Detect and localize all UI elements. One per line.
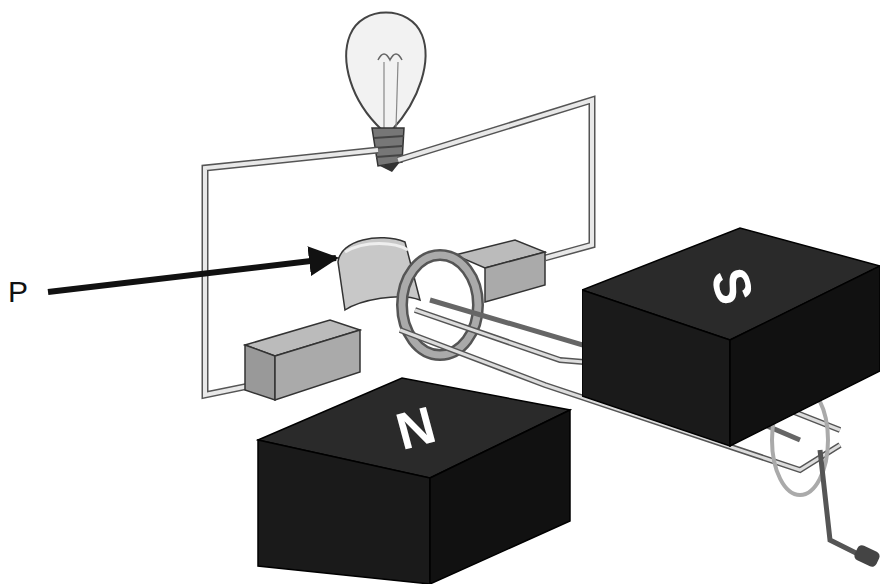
magnet-face	[258, 440, 430, 584]
magnet-block: N	[256, 376, 572, 584]
leader-arrow	[48, 258, 336, 292]
magnet-face	[430, 410, 570, 584]
part-label: P	[8, 277, 28, 307]
magnet-face	[582, 290, 730, 446]
light-bulb	[346, 13, 425, 173]
magnet-block: S	[582, 226, 880, 448]
carbon-brush	[245, 320, 360, 400]
magnet-shape	[582, 226, 880, 448]
